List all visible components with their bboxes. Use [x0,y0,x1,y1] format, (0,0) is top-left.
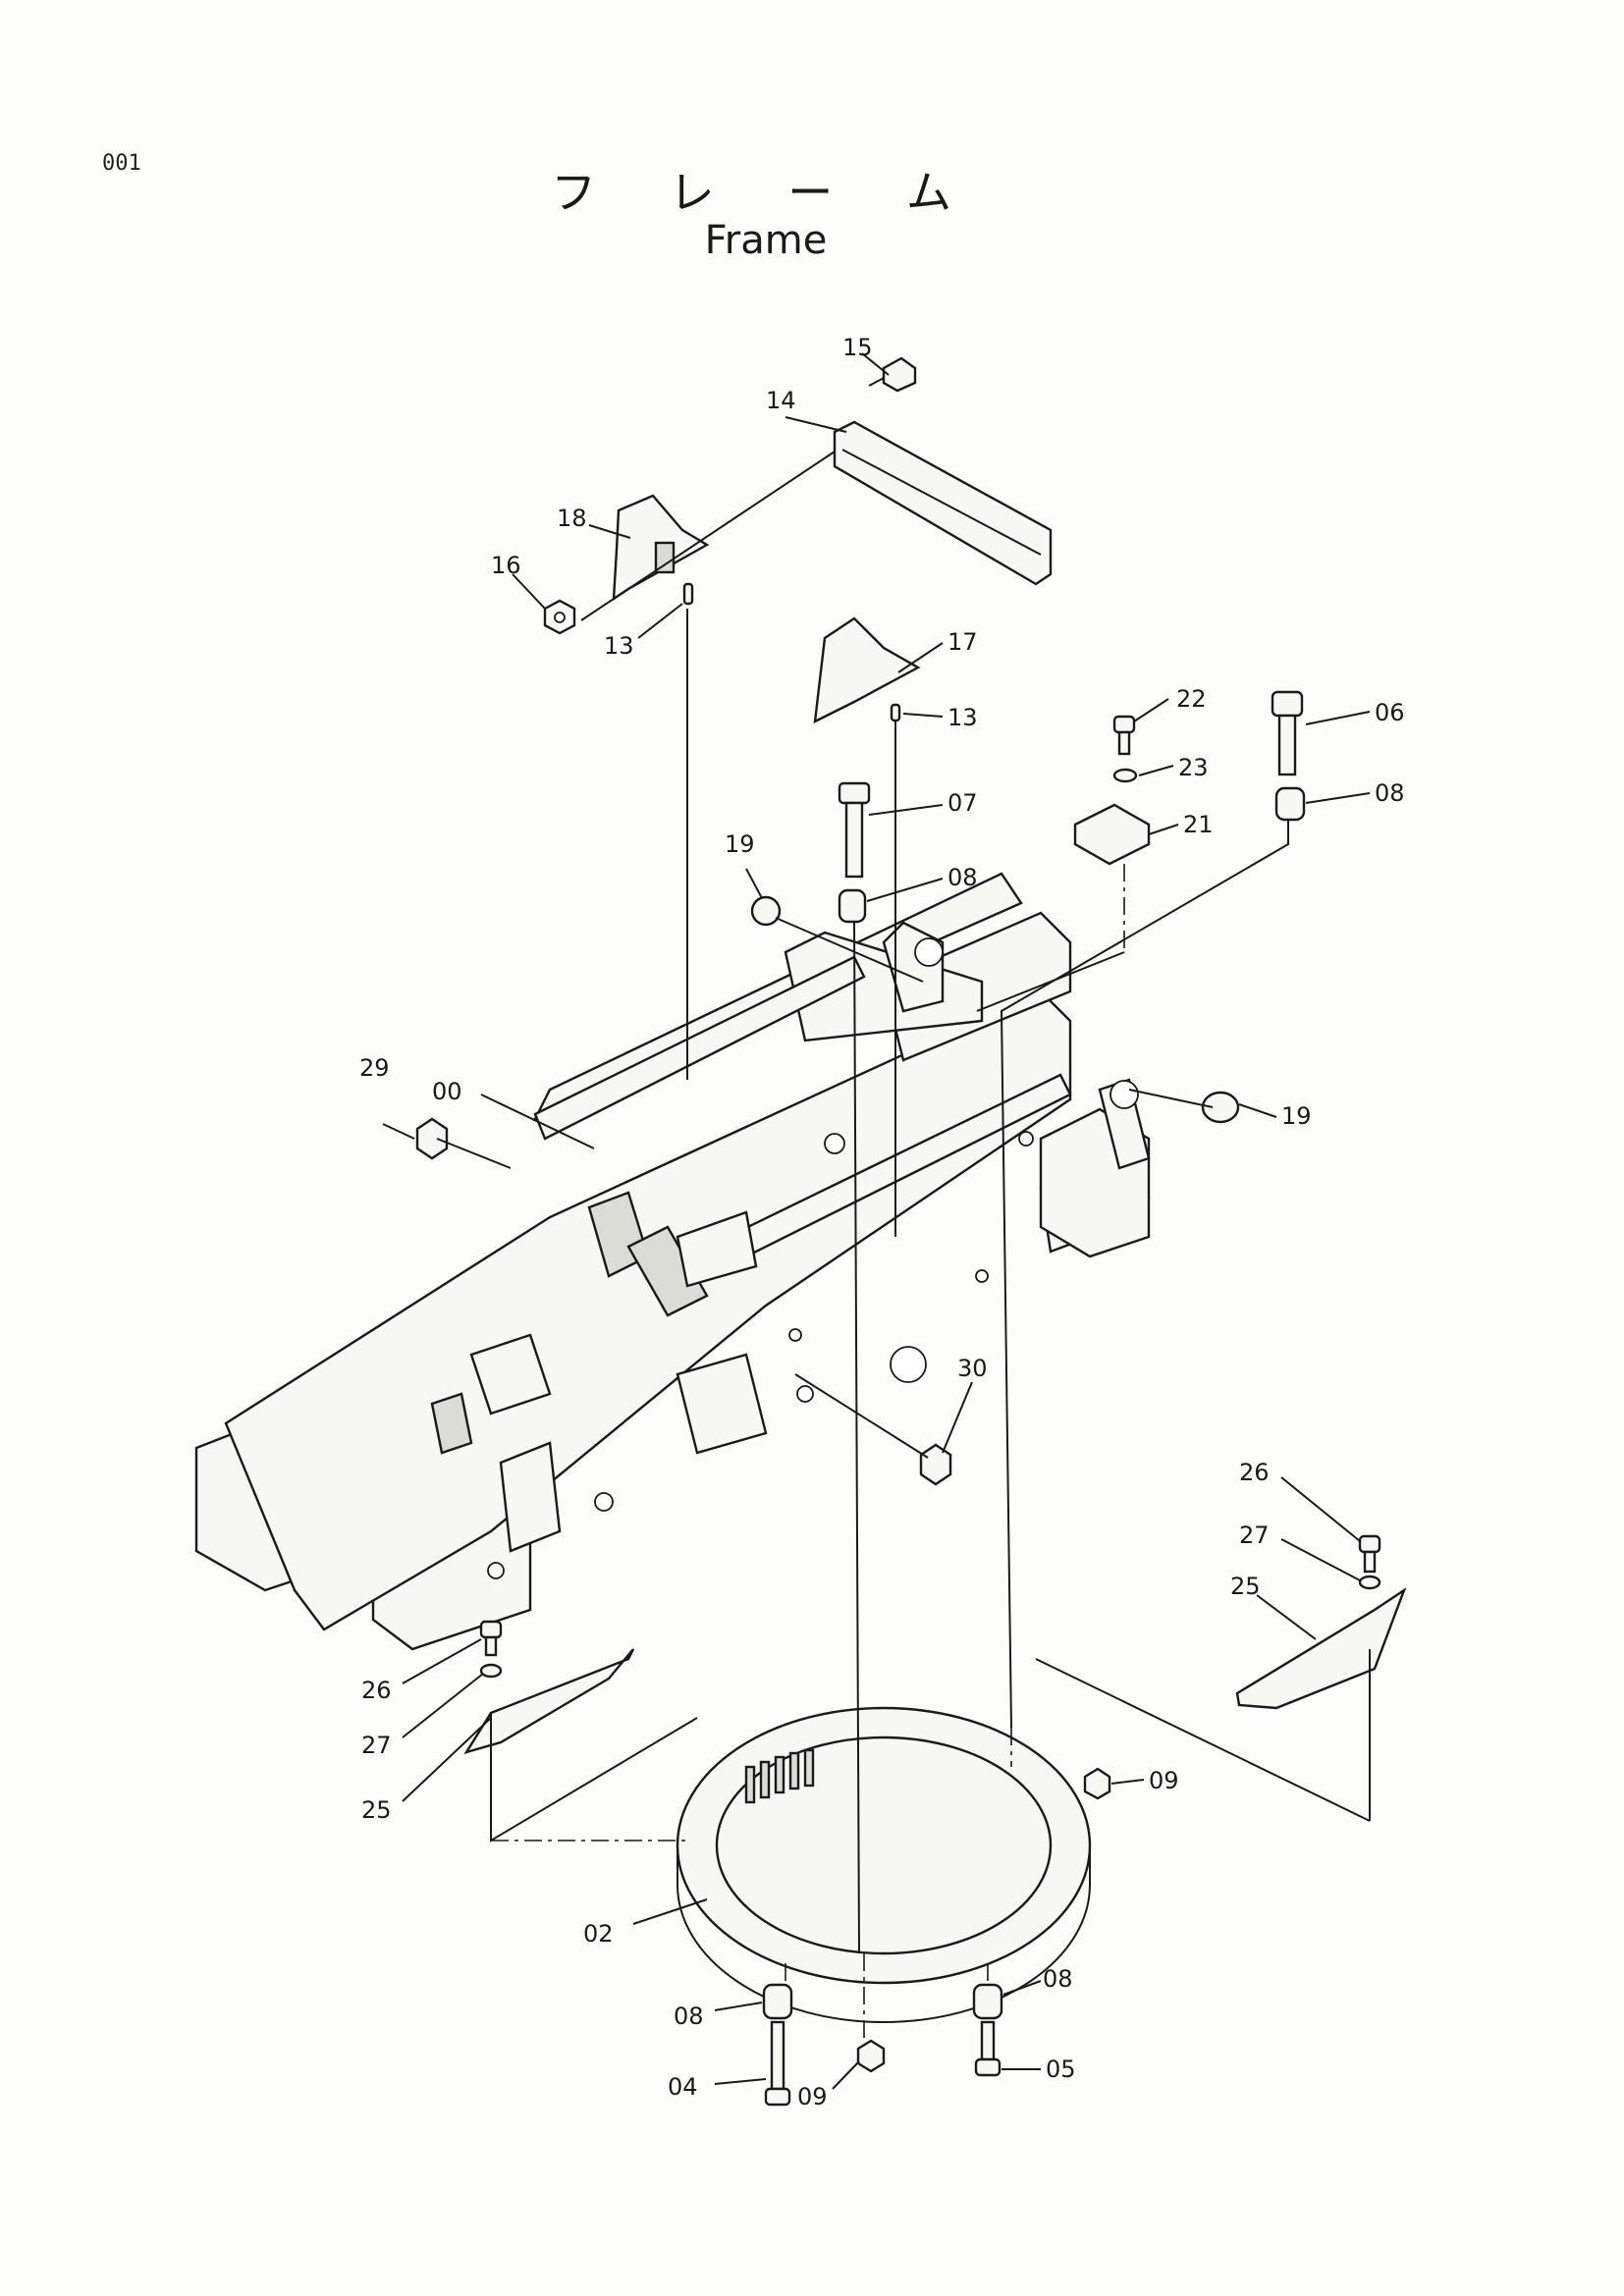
slewing-ring [676,1706,1092,2023]
callout-19-upper: 19 [725,830,755,858]
main-frame [194,872,1151,1651]
assembly-lines [436,451,1371,2042]
callout-labels: 15 14 18 16 13 17 13 22 06 23 08 07 21 1… [359,334,1405,2110]
callout-15: 15 [842,334,873,361]
callout-08-lower-right: 08 [1043,1965,1073,1993]
callout-14: 14 [766,387,796,414]
callout-27-right: 27 [1239,1522,1270,1549]
callout-21: 21 [1183,811,1214,838]
strip-14 [833,420,1053,586]
callout-13-upper: 13 [604,632,634,660]
callout-02: 02 [583,1920,614,1948]
title-japanese: フ レ ー ム [551,166,981,219]
frame-bracket-17 [813,616,921,724]
frame-bracket-18 [612,494,710,602]
callout-19-right: 19 [1281,1102,1312,1130]
page-number: 001 [102,151,141,176]
callout-00: 00 [432,1078,462,1105]
callout-25-left: 25 [361,1796,392,1824]
callout-06: 06 [1375,699,1405,726]
callout-25-right: 25 [1230,1573,1261,1600]
callout-08-lower-left: 08 [674,2002,704,2030]
callout-07: 07 [947,789,978,817]
callout-30: 30 [957,1355,988,1382]
ring-gear-teeth [744,1748,815,1804]
callout-26-left: 26 [361,1677,392,1704]
callout-08-upper-right: 08 [1375,779,1405,807]
callout-18: 18 [557,505,587,532]
title-english: Frame [704,218,828,263]
callout-04: 04 [668,2073,698,2101]
callout-09-right: 09 [1149,1767,1179,1794]
callout-05: 05 [1046,2056,1076,2083]
callout-13-lower: 13 [947,704,978,731]
callout-29: 29 [359,1054,390,1082]
leader-lines [382,352,1371,2090]
callout-17: 17 [947,628,978,656]
dust-shield-25-right [1235,1586,1407,1710]
hardware [415,356,1381,2107]
callout-23: 23 [1178,754,1209,781]
callout-22: 22 [1176,685,1207,713]
callout-27-left: 27 [361,1732,392,1759]
callout-09-bottom: 09 [797,2083,828,2110]
callout-08-upper: 08 [947,864,978,891]
cover-plate-21 [1073,803,1151,866]
callout-26-right: 26 [1239,1459,1270,1486]
callout-16: 16 [491,552,521,579]
